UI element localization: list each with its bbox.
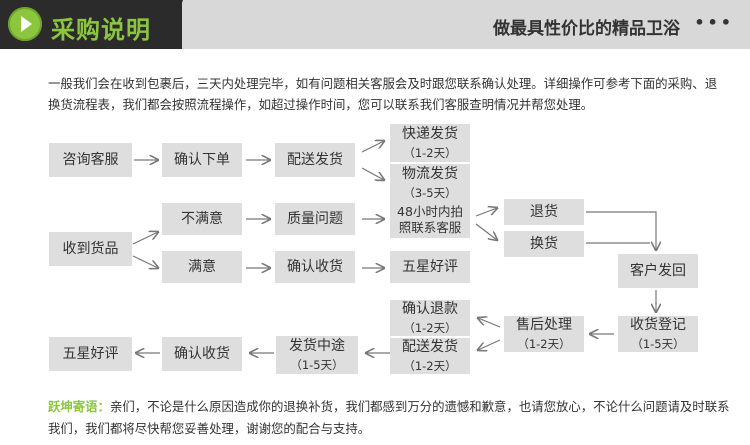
receive-register-time: （1-5天） bbox=[631, 336, 685, 351]
in-transit-time: （1-5天） bbox=[290, 357, 344, 372]
logistics-label: 物流发货 bbox=[402, 165, 458, 182]
header-banner: 采购说明 做最具性价比的精品卫浴 ••• bbox=[0, 0, 750, 49]
play-triangle-icon bbox=[21, 16, 32, 32]
box-express: 快递发货 （1-2天） bbox=[390, 124, 470, 162]
express-time: （1-2天） bbox=[403, 145, 457, 160]
box-unsatisfied: 不满意 bbox=[162, 203, 242, 235]
box-ship: 配送发货 bbox=[275, 143, 355, 177]
footer-text: 亲们，不论是什么原因造成你的退换补货，我们都感到万分的遗憾和歉意，也请您放心，不… bbox=[48, 399, 730, 436]
box-consult: 咨询客服 bbox=[49, 143, 132, 177]
box-confirm-order: 确认下单 bbox=[162, 143, 242, 177]
box-received: 收到货品 bbox=[49, 232, 132, 266]
box-in-transit: 发货中途 （1-5天） bbox=[276, 336, 358, 374]
logistics-time: （3-5天） bbox=[403, 185, 457, 200]
after-sales-time: （1-2天） bbox=[517, 336, 571, 351]
confirm-refund-time: （1-2天） bbox=[403, 320, 457, 335]
express-label: 快递发货 bbox=[402, 125, 458, 142]
box-resend: 配送发货 （1-2天） bbox=[390, 338, 470, 374]
confirm-refund-label: 确认退款 bbox=[402, 300, 458, 317]
box-customer-returns: 客户发回 bbox=[618, 254, 698, 288]
box-confirm-receipt: 确认收货 bbox=[275, 251, 355, 283]
box-after-sales: 售后处理 （1-2天） bbox=[504, 316, 584, 352]
box-five-star: 五星好评 bbox=[390, 251, 470, 283]
intro-paragraph: 一般我们会在收到包裹后，三天内处理完毕，如有问题相关客服会及时跟您联系确认处理。… bbox=[48, 76, 718, 112]
after-sales-label: 售后处理 bbox=[516, 316, 572, 333]
receive-register-label: 收货登记 bbox=[630, 316, 686, 333]
footer-lead: 跃坤寄语： bbox=[48, 399, 110, 414]
box-exchange: 换货 bbox=[504, 231, 584, 257]
box-logistics: 物流发货 （3-5天） bbox=[390, 164, 470, 202]
box-confirm-refund: 确认退款 （1-2天） bbox=[390, 300, 470, 336]
header-dots: ••• bbox=[694, 13, 734, 32]
in-transit-label: 发货中途 bbox=[289, 337, 345, 354]
contact-48h-line2: 照联系客服 bbox=[398, 220, 462, 235]
resend-label: 配送发货 bbox=[402, 338, 458, 355]
page-title: 采购说明 bbox=[51, 16, 151, 44]
box-quality-issue: 质量问题 bbox=[275, 203, 355, 235]
box-receive-register: 收货登记 （1-5天） bbox=[618, 316, 698, 352]
box-contact-48h: 48小时内拍 照联系客服 bbox=[390, 202, 470, 238]
box-five-star-2: 五星好评 bbox=[49, 337, 132, 371]
contact-48h-line1: 48小时内拍 bbox=[397, 204, 463, 219]
box-confirm-receipt-2: 确认收货 bbox=[162, 337, 242, 371]
header-light-band bbox=[170, 0, 750, 49]
header-tagline: 做最具性价比的精品卫浴 bbox=[493, 19, 680, 39]
box-satisfied: 满意 bbox=[162, 251, 242, 283]
header-slash bbox=[165, 0, 183, 49]
box-return: 退货 bbox=[504, 199, 584, 225]
footer-note: 跃坤寄语：亲们，不论是什么原因造成你的退换补货，我们都感到万分的遗憾和歉意，也请… bbox=[48, 396, 738, 440]
resend-time: （1-2天） bbox=[403, 358, 457, 373]
